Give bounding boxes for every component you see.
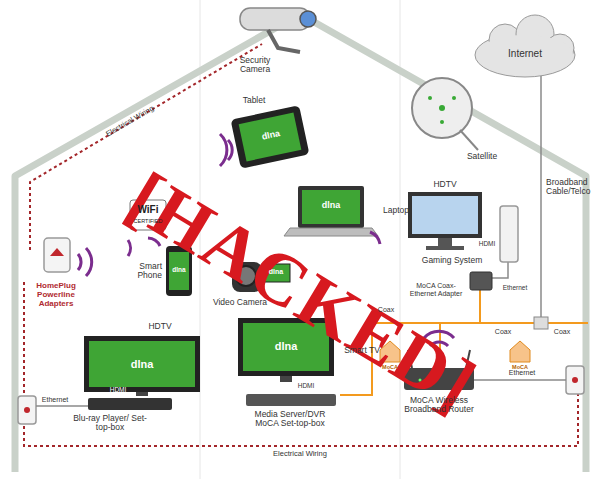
media-server — [246, 394, 336, 406]
device-label: HomePlug Powerline Adapters — [24, 282, 88, 308]
internet-cloud — [475, 15, 575, 77]
dlna-logo: dlna — [269, 268, 283, 276]
wifi-logo-text: WiFi — [137, 204, 158, 215]
device-label: Tablet — [243, 96, 266, 105]
wall-outlet — [566, 366, 584, 394]
dlna-logo: dlna — [131, 358, 154, 370]
ethernet-line — [492, 262, 508, 278]
device-label: Laptop — [383, 206, 409, 215]
device-label: Gaming System — [422, 256, 482, 265]
cloud-fill — [477, 35, 573, 75]
broadband-line — [540, 76, 542, 323]
security-camera — [240, 8, 316, 52]
wiring-label: Electrical Wiring — [105, 105, 156, 139]
moca-badge-text: MoCA — [382, 364, 398, 370]
device-label: Smart Phone — [122, 262, 162, 281]
moca-badge — [510, 341, 530, 362]
device-label: MoCA Coax-Ethernet Adapter — [405, 282, 467, 297]
coax-splitter — [534, 317, 548, 329]
homeplug-adapter — [44, 238, 70, 272]
device-label: Security Camera — [230, 56, 280, 75]
ethernet-line — [36, 405, 88, 407]
device-label: Video Camera — [213, 298, 267, 307]
dlna-logo: dlna — [322, 201, 341, 211]
connector-label: HDMI — [479, 240, 496, 247]
device-label: Media Server/DVR MoCA Set-top-box — [244, 410, 336, 429]
dlna-logo: dlna — [172, 266, 185, 273]
gaming-system — [500, 206, 518, 262]
tablet — [231, 105, 310, 168]
wall-outlet — [18, 396, 36, 424]
connector-label: HDMI — [298, 382, 315, 389]
satellite-dish — [412, 78, 478, 150]
wifi-logo-text: CERTIFIED — [134, 218, 163, 224]
cloud-label: Internet — [508, 48, 542, 59]
connector-label: Ethernet — [42, 396, 68, 404]
device-label: Smart TV — [344, 346, 380, 355]
connector-label: Coax — [554, 328, 570, 336]
device-label: HDTV — [433, 180, 456, 189]
ethernet-line — [474, 379, 566, 381]
device-label: Blu-ray Player/ Set-top-box — [70, 414, 150, 433]
moca-adapter — [470, 272, 492, 290]
connector-label: Ethernet — [503, 284, 528, 291]
device-label: Satellite — [467, 152, 497, 161]
laptop — [284, 186, 378, 236]
house-outline — [15, 14, 586, 472]
device-label: MoCA Wireless Broadband Router — [394, 396, 484, 415]
dlna-logo: dlna — [275, 340, 298, 352]
blu-ray-player — [88, 398, 172, 410]
connector-label: Ethernet — [509, 369, 535, 377]
connection-label: Broadband Cable/Telco — [546, 178, 596, 197]
hdtv — [408, 192, 482, 250]
connector-label: Coax — [495, 328, 511, 336]
connector-label: HDMI — [110, 386, 127, 393]
dlna-logo: dlna — [261, 129, 281, 143]
connector-label: Coax — [378, 306, 394, 314]
hdtv — [84, 336, 200, 396]
wiring-label: Electrical Wiring — [273, 450, 327, 458]
device-label: HDTV — [148, 322, 171, 331]
